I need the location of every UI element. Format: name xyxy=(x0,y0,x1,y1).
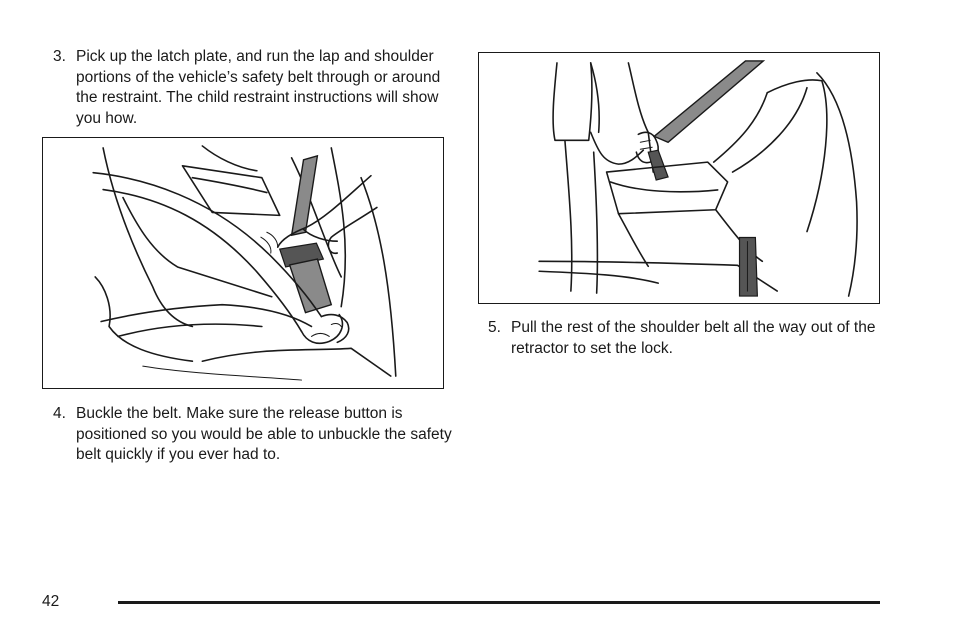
step-text: Pick up the latch plate, and run the lap… xyxy=(76,48,441,127)
step-number: 4. xyxy=(53,405,66,422)
step-text: Pull the rest of the shoulder belt all t… xyxy=(511,319,876,357)
pull-belt-drawing xyxy=(538,60,858,297)
step-number: 3. xyxy=(53,48,66,65)
page-number: 42 xyxy=(42,593,60,610)
footer-rule xyxy=(118,601,880,604)
step-5: 5. Pull the rest of the shoulder belt al… xyxy=(488,318,878,362)
illustration-buckle-belt xyxy=(42,137,444,389)
step-3: 3. Pick up the latch plate, and run the … xyxy=(53,47,443,131)
illustration-pull-shoulder-belt xyxy=(478,52,880,304)
step-text: Buckle the belt. Make sure the release b… xyxy=(76,405,452,463)
buckle-belt-drawing xyxy=(92,145,397,381)
step-4: 4. Buckle the belt. Make sure the releas… xyxy=(53,404,453,468)
step-number: 5. xyxy=(488,319,501,336)
